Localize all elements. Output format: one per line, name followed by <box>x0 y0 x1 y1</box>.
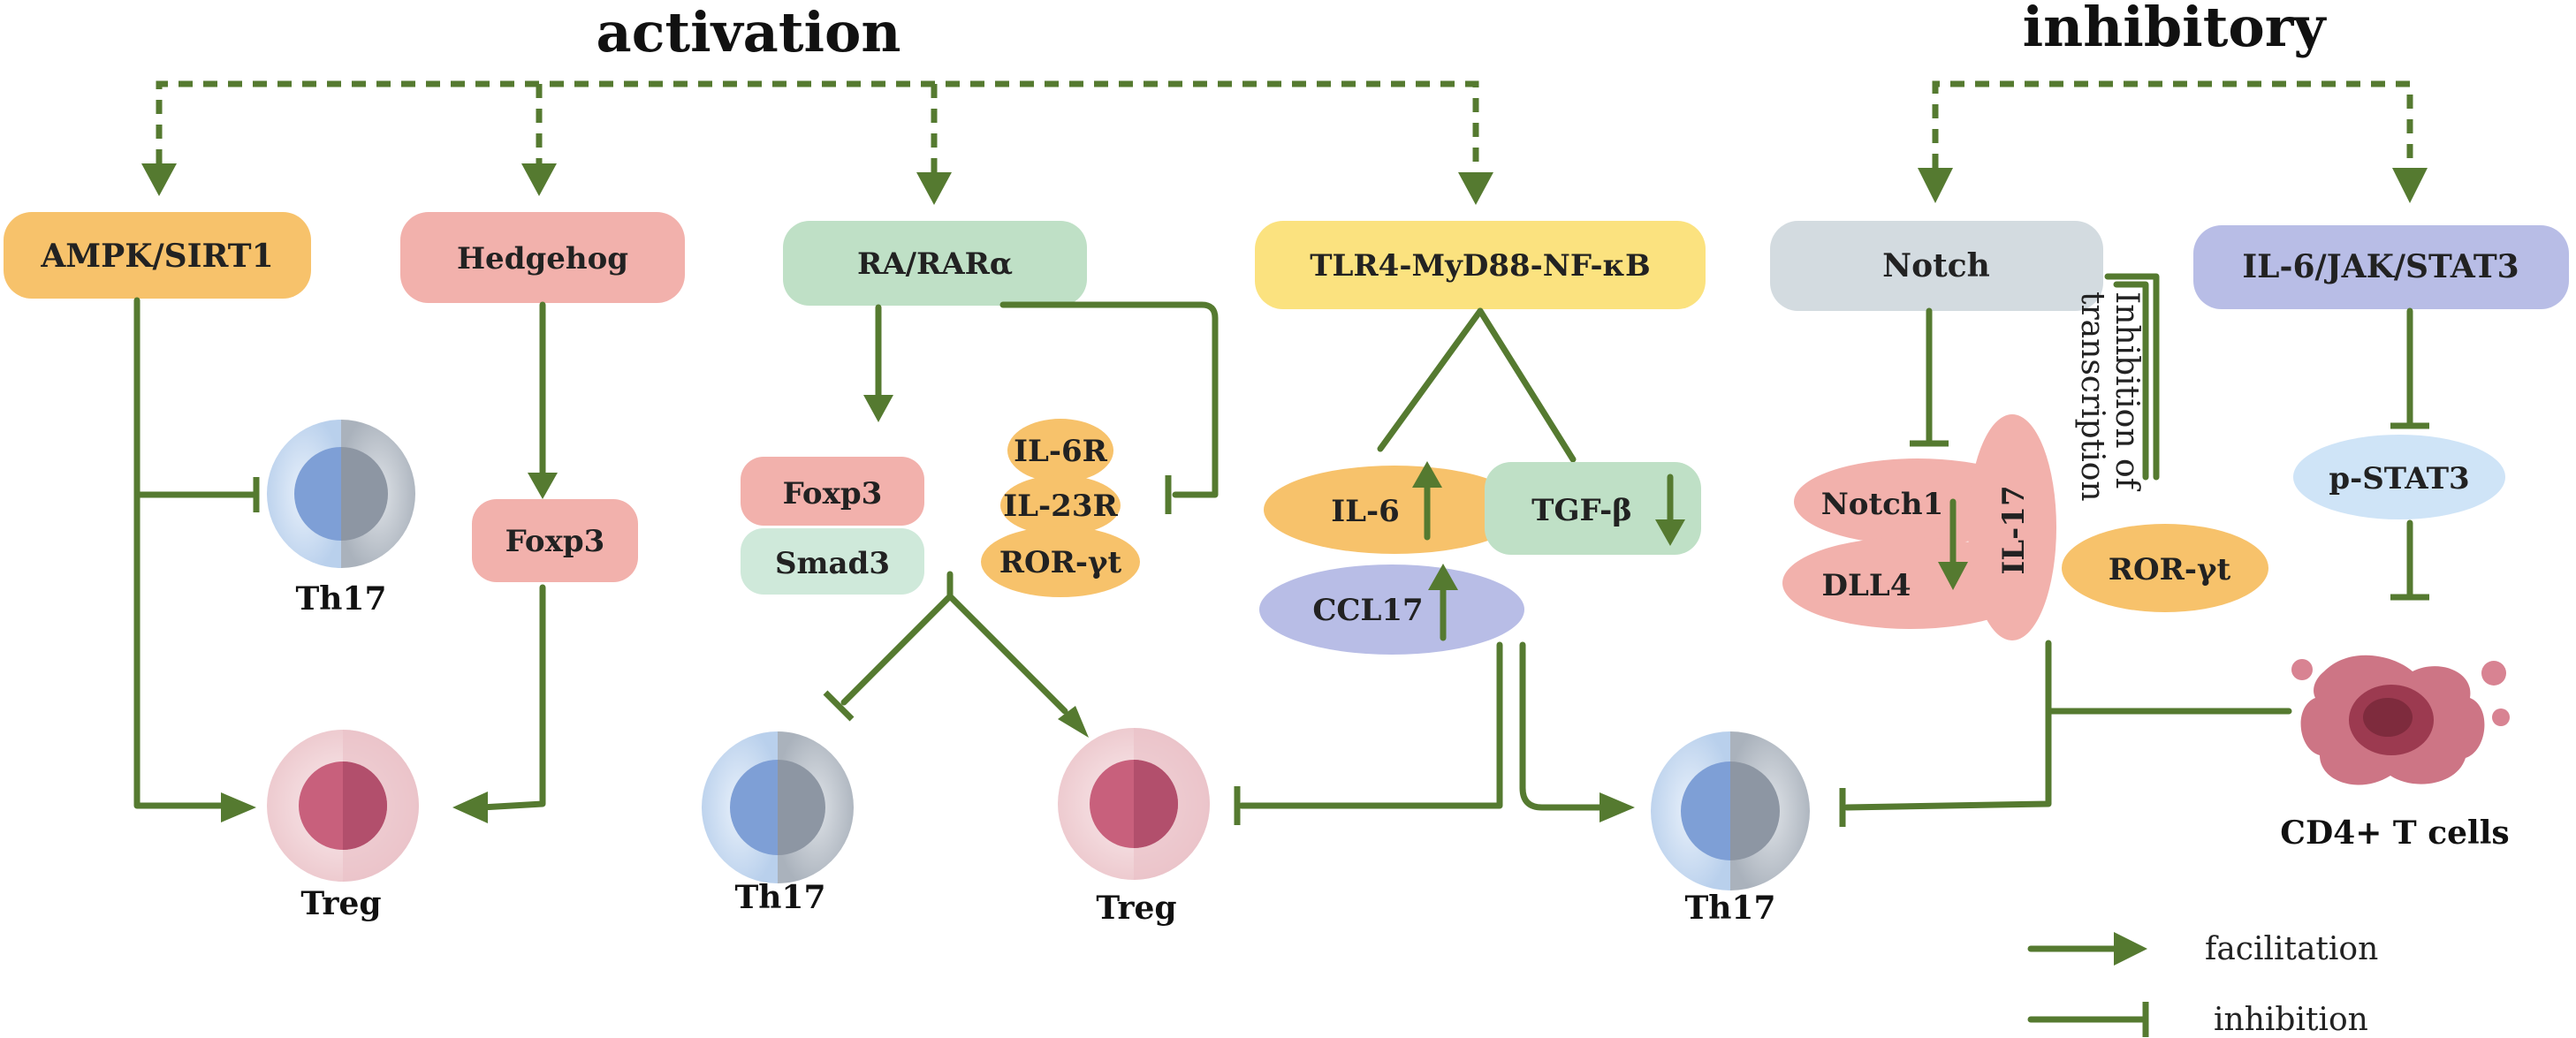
il6-jak-stat3-box: IL-6/JAK/STAT3 <box>2193 225 2569 309</box>
treg-label-1: Treg <box>300 885 381 922</box>
ra-connectors <box>823 301 1219 738</box>
ccl17-oval: CCL17 <box>1259 564 1524 655</box>
th17-label-1: Th17 <box>295 580 386 617</box>
notch1-label: Notch1 <box>1821 487 1944 522</box>
th17-label-3: Th17 <box>1684 890 1775 927</box>
il6jak-connectors <box>2390 307 2429 601</box>
tlr4-myd88-nfkb-box: TLR4-MyD88-NF-κB <box>1255 221 1706 309</box>
ampk-connectors <box>133 297 260 822</box>
il6-jak-stat3-label: IL-6/JAK/STAT3 <box>2242 248 2519 285</box>
ra-rara-label: RA/RARα <box>857 246 1013 282</box>
ampk-sirt1-label: AMPK/SIRT1 <box>40 238 273 275</box>
legend: facilitation inhibition <box>2027 931 2378 1038</box>
rorgt-notch-oval: ROR-γt <box>2062 524 2268 612</box>
ccl17-label: CCL17 <box>1312 593 1423 628</box>
rorgt-notch-label: ROR-γt <box>2109 552 2231 587</box>
dll4-label: DLL4 <box>1822 568 1911 603</box>
hedgehog-box: Hedgehog <box>400 212 685 303</box>
il17-label: IL-17 <box>1996 485 2032 574</box>
foxp3-ra-label: Foxp3 <box>783 476 883 511</box>
th17-cell-1 <box>267 420 415 568</box>
legend-inhibition-label: inhibition <box>2214 1002 2368 1038</box>
tgfb-box: TGF-β <box>1485 462 1701 555</box>
notch-down-arrow <box>1938 498 1968 590</box>
hedgehog-label: Hedgehog <box>457 241 628 277</box>
rorgt-ra-label: ROR-γt <box>999 545 1122 580</box>
notch-label: Notch <box>1882 247 1990 284</box>
rorgt-ra-oval: ROR-γt <box>981 527 1140 597</box>
pstat3-label: p-STAT3 <box>2329 461 2469 496</box>
tlr4-myd88-nfkb-label: TLR4-MyD88-NF-κB <box>1310 248 1651 284</box>
notch-connectors <box>1839 273 2292 827</box>
activation-header: activation <box>597 0 901 64</box>
smad3-label: Smad3 <box>775 546 890 581</box>
legend-facilitation-label: facilitation <box>2205 931 2378 967</box>
il6-label: IL-6 <box>1331 494 1400 529</box>
il6r-label: IL-6R <box>1014 434 1108 469</box>
foxp3-ra-box: Foxp3 <box>741 457 924 526</box>
cd4-t-cells-label: CD4+ T cells <box>2280 814 2509 852</box>
legend-inhibition: inhibition <box>2027 1002 2368 1038</box>
il23r-label: IL-23R <box>1003 489 1118 524</box>
inhibitory-bracket <box>1918 80 2428 203</box>
treg-cell-1 <box>267 730 419 882</box>
inhibition-note-line1: Inhibition of <box>2109 292 2145 492</box>
il6-oval: IL-6 <box>1264 461 1525 554</box>
notch-box: Notch <box>1770 221 2103 311</box>
treg-label-2: Treg <box>1096 890 1176 927</box>
legend-facilitation: facilitation <box>2027 931 2378 967</box>
smad3-box: Smad3 <box>741 528 924 595</box>
th17-cell-2 <box>702 731 854 883</box>
cd4-t-cell <box>2291 655 2510 785</box>
tgfb-label: TGF-β <box>1531 493 1632 528</box>
tlr4-connectors <box>1234 307 1635 825</box>
il17-oval: IL-17 <box>1968 414 2056 640</box>
foxp3-hedgehog-box: Foxp3 <box>472 499 638 582</box>
il23r-oval: IL-23R <box>1000 475 1121 535</box>
hedgehog-connectors <box>452 301 558 823</box>
activation-bracket <box>141 80 1493 205</box>
ra-rara-box: RA/RARα <box>783 221 1087 306</box>
pstat3-oval: p-STAT3 <box>2293 435 2505 519</box>
il6r-oval: IL-6R <box>1007 419 1113 482</box>
inhibition-note-line2: transcription <box>2074 292 2110 502</box>
foxp3-hedgehog-label: Foxp3 <box>505 524 605 559</box>
treg-cell-2 <box>1058 728 1210 880</box>
ampk-sirt1-box: AMPK/SIRT1 <box>4 212 311 299</box>
th17-label-2: Th17 <box>734 879 825 916</box>
inhibitory-header: inhibitory <box>2023 0 2328 59</box>
th17-cell-3 <box>1651 731 1810 890</box>
